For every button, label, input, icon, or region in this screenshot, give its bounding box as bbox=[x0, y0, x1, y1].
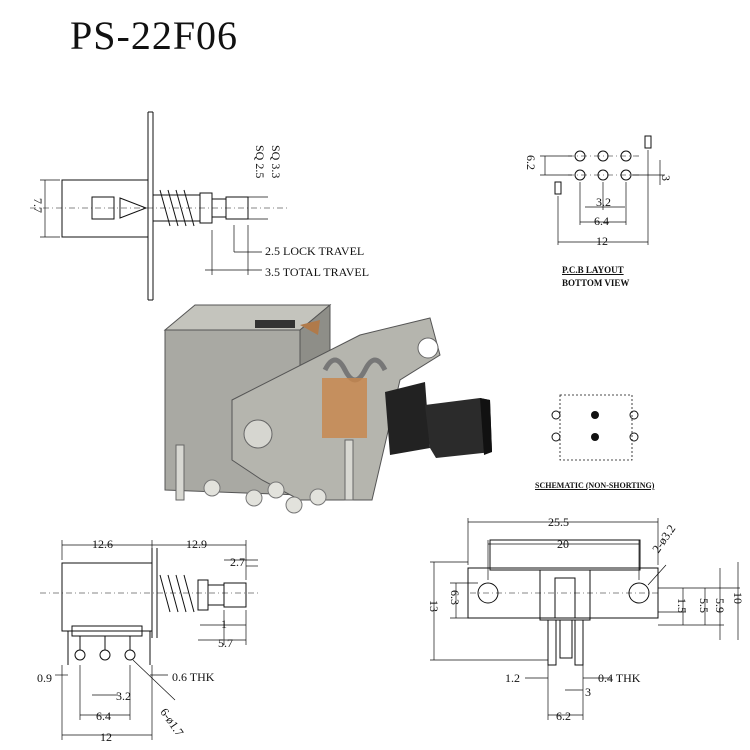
end-dim-12-label: 1.2 bbox=[505, 671, 520, 685]
end-dim-15-label: 1.5 bbox=[675, 598, 689, 613]
pcb-dim-64-label: 6.4 bbox=[594, 214, 609, 228]
end-thk-label: 0.4 THK bbox=[598, 671, 641, 685]
pcb-bottom-view-caption: BOTTOM VIEW bbox=[562, 278, 630, 288]
schematic-caption: SCHEMATIC (NON-SHORTING) bbox=[535, 481, 655, 490]
pcb-layout-drawing bbox=[540, 135, 665, 245]
pcb-layout-caption: P.C.B LAYOUT bbox=[562, 265, 624, 275]
end-dim-255-label: 25.5 bbox=[548, 515, 569, 529]
end-dim-3-label: 3 bbox=[585, 685, 591, 699]
front-dim-129-label: 12.9 bbox=[186, 537, 207, 551]
side-view-drawing bbox=[30, 111, 290, 301]
side-height-label: 7.7 bbox=[31, 198, 45, 213]
end-dim-10-label: 10 bbox=[731, 592, 745, 604]
page-title: PS-22F06 bbox=[70, 13, 239, 58]
total-travel-label: 3.5 TOTAL TRAVEL bbox=[265, 265, 370, 279]
end-dim-20-label: 20 bbox=[557, 537, 569, 551]
front-dim-1-label: 1 bbox=[221, 617, 227, 631]
front-dim-27-label: 2.7 bbox=[230, 555, 245, 569]
front-dim-09-label: 0.9 bbox=[37, 671, 52, 685]
pcb-pad-label: 3 bbox=[659, 175, 673, 181]
front-dim-126-label: 12.6 bbox=[92, 537, 113, 551]
front-dim-32-label: 3.2 bbox=[116, 689, 131, 703]
pcb-pitch-y-label: 6.2 bbox=[524, 155, 538, 170]
end-dim-59-label: 5.9 bbox=[713, 598, 727, 613]
lock-travel-label: 2.5 LOCK TRAVEL bbox=[265, 244, 365, 258]
front-dim-12-label: 12 bbox=[100, 730, 112, 744]
end-view-drawing bbox=[430, 518, 740, 720]
sq-large-label: SQ 3.3 bbox=[269, 145, 283, 179]
sq-small-label: SQ 2.5 bbox=[253, 145, 267, 179]
end-dim-63-label: 6.3 bbox=[448, 590, 462, 605]
front-view-drawing bbox=[40, 540, 260, 740]
pcb-dim-12-label: 12 bbox=[596, 234, 608, 248]
front-dim-57-label: 5.7 bbox=[218, 636, 233, 650]
switch-product-image bbox=[163, 303, 492, 514]
pcb-pad-grid bbox=[568, 150, 640, 181]
front-dim-64-label: 6.4 bbox=[96, 709, 111, 723]
end-dim-55-label: 5.5 bbox=[697, 598, 711, 613]
end-dim-13-label: 13 bbox=[427, 600, 441, 612]
schematic-drawing bbox=[551, 394, 639, 461]
pcb-dim-32-label: 3.2 bbox=[596, 195, 611, 209]
front-thk-label: 0.6 THK bbox=[172, 670, 215, 684]
end-dim-62-label: 6.2 bbox=[556, 709, 571, 723]
